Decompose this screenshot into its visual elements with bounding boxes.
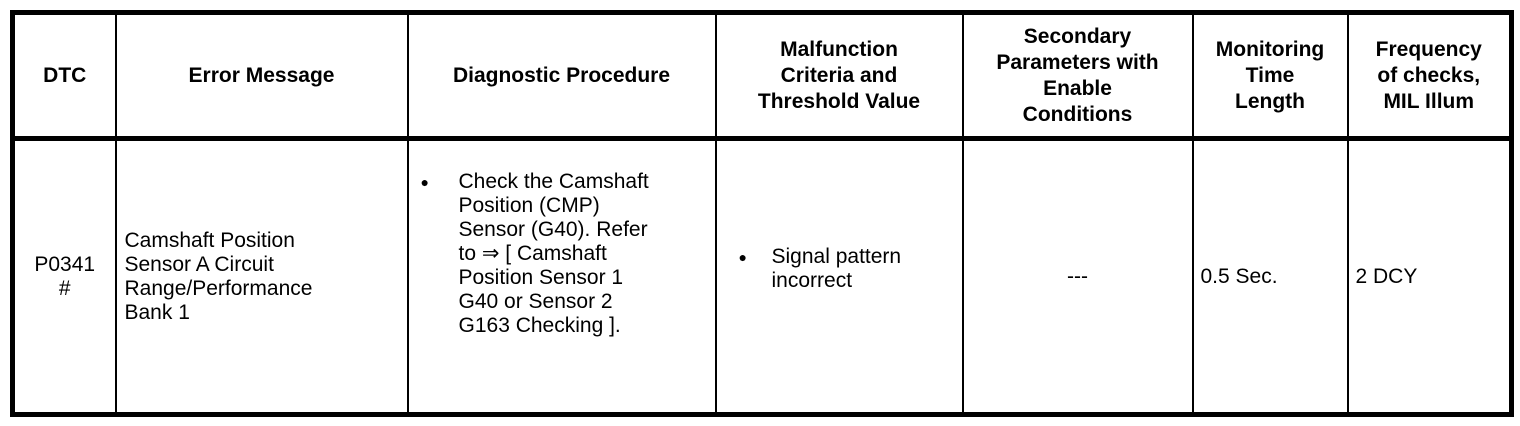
cell-diagnostic-procedure: ● Check the Camshaft Position (CMP) Sens… — [406, 137, 717, 416]
cell-dtc-code: P0341 # — [11, 137, 117, 416]
bullet-icon: ● — [420, 174, 429, 190]
diagnostic-procedure-list-item: ● Check the Camshaft Position (CMP) Sens… — [421, 170, 709, 338]
malfunction-criteria-text: Signal pattern incorrect — [771, 245, 902, 292]
malfunction-criteria-list-item: ● Signal pattern incorrect — [739, 245, 956, 293]
column-header-secondary-parameters: Secondary Parameters with Enable Conditi… — [961, 11, 1194, 141]
column-header-frequency: Frequency of checks, MIL Illum — [1346, 11, 1513, 141]
cell-monitoring-time-length: 0.5 Sec. — [1191, 137, 1349, 416]
column-header-monitoring-time: Monitoring Time Length — [1191, 11, 1349, 141]
column-header-dtc: DTC — [11, 11, 117, 141]
diagnostic-procedure-text: Check the Camshaft Position (CMP) Sensor… — [458, 170, 649, 337]
cell-frequency-of-checks: 2 DCY — [1346, 137, 1513, 416]
column-header-malfunction-criteria: Malfunction Criteria and Threshold Value — [714, 11, 964, 141]
dtc-table: DTC Error Message Diagnostic Procedure M… — [10, 10, 1514, 417]
bullet-icon: ● — [738, 249, 747, 265]
cell-error-message: Camshaft Position Sensor A Circuit Range… — [114, 137, 409, 416]
cell-secondary-parameters: --- — [961, 137, 1194, 416]
column-header-error-message: Error Message — [114, 11, 409, 141]
header-row: DTC Error Message Diagnostic Procedure M… — [11, 11, 1513, 141]
table-row: P0341 # Camshaft Position Sensor A Circu… — [11, 137, 1513, 416]
cell-malfunction-criteria: ● Signal pattern incorrect — [714, 137, 964, 416]
column-header-diagnostic-procedure: Diagnostic Procedure — [406, 11, 717, 141]
